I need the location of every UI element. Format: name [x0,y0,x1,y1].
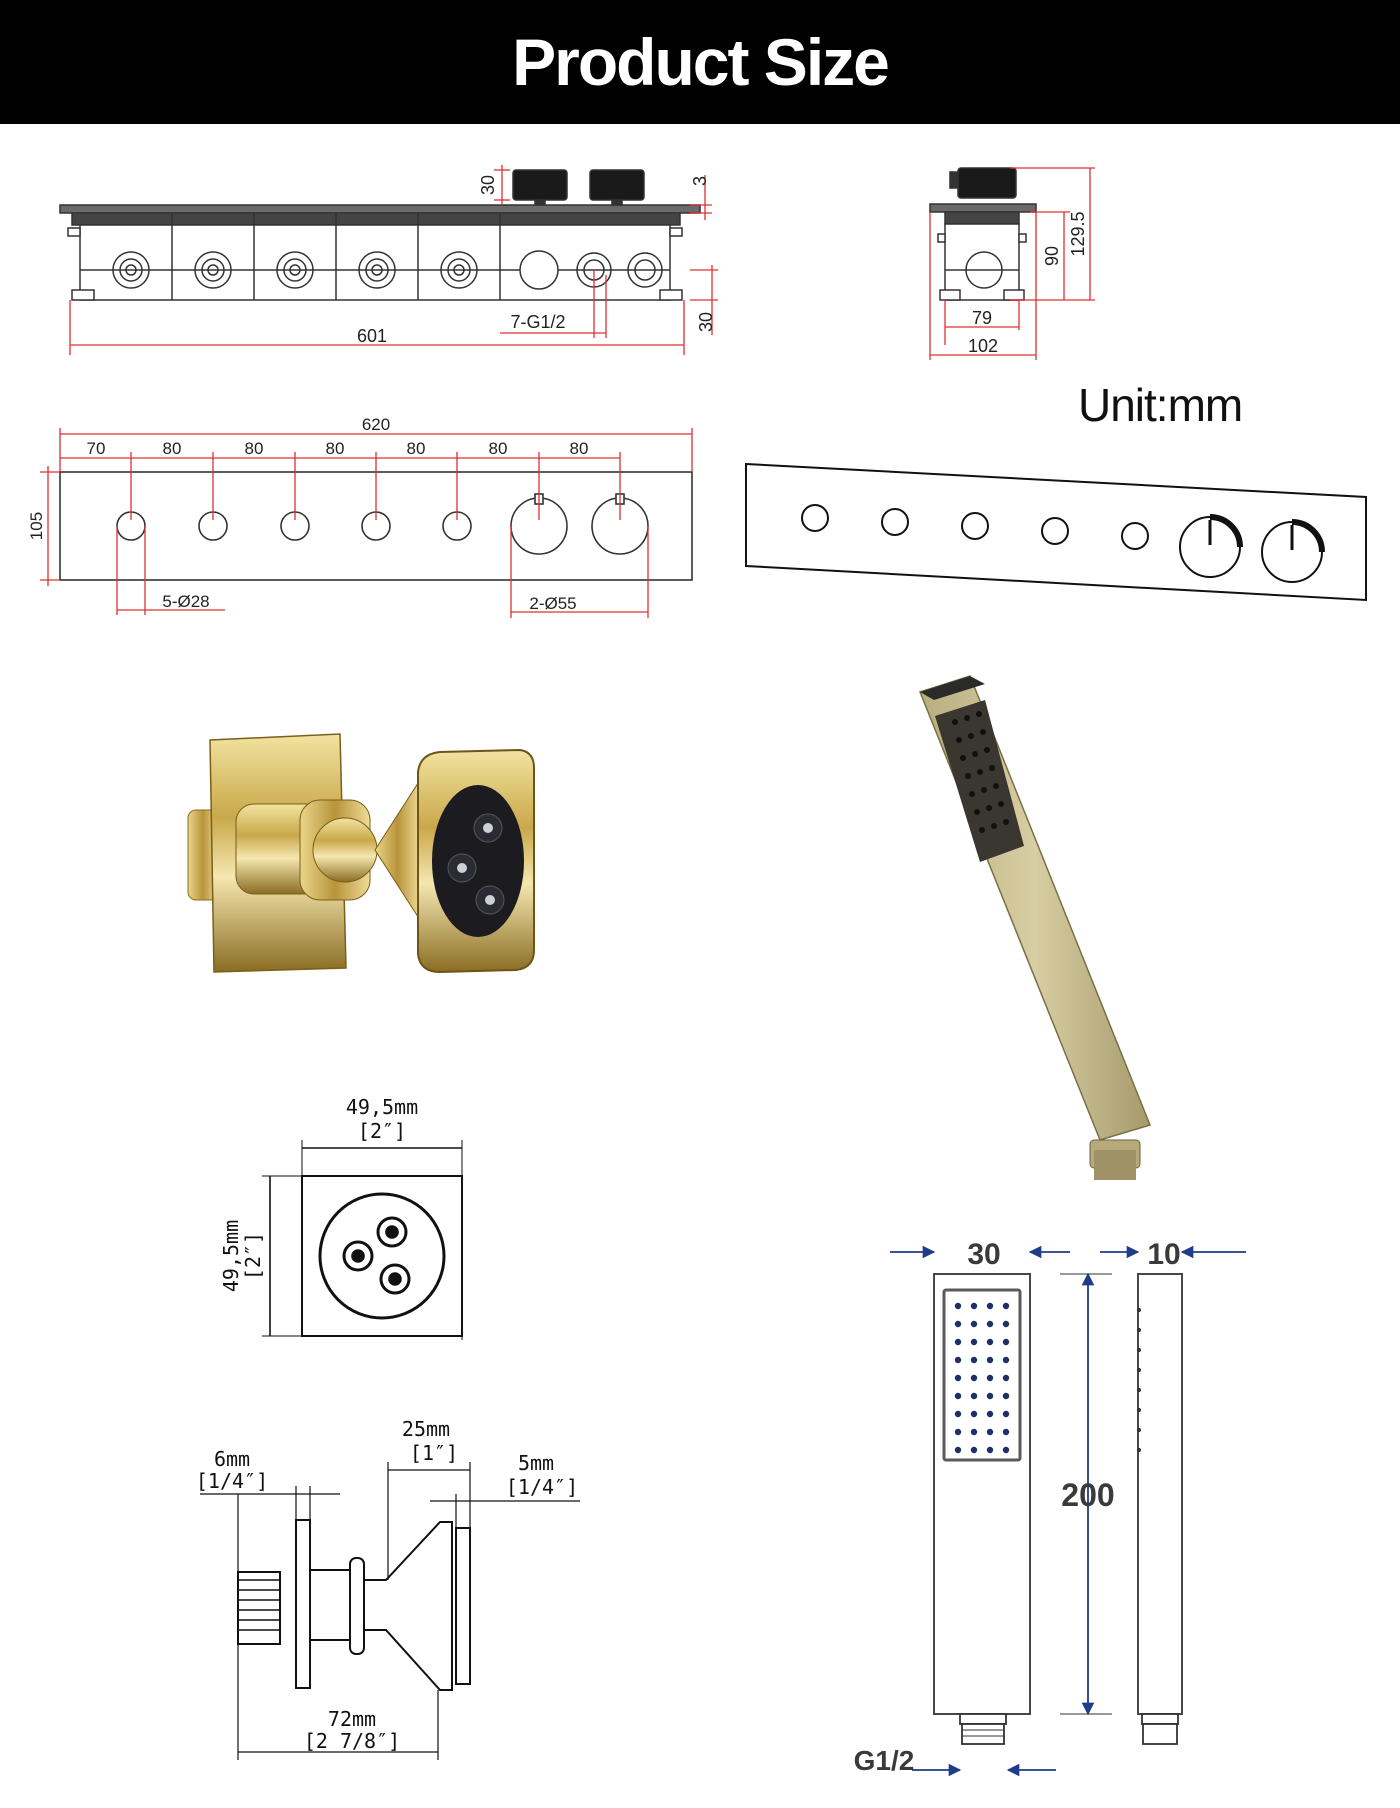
dim-30-width: 30 [967,1238,1000,1271]
dim-g1-2-thread: G1/2 [854,1745,915,1776]
dim-80-1: 80 [163,439,182,458]
valve-top-view [59,169,701,301]
dim-601: 601 [357,326,387,346]
dim-620: 620 [362,415,390,434]
dim-5mm: 5mm [518,1451,554,1475]
dim-2in-height: [2″] [241,1232,265,1280]
body-jet-side-dimensions [200,1462,580,1760]
dim-7-g1-2: 7-G1/2 [510,312,565,332]
page-title: Product Size [512,25,890,99]
hand-shower-dimensions [890,1245,1246,1777]
body-jet-side-drawing [237,1519,471,1691]
body-jet-front-drawing [262,1140,463,1340]
hand-shower-photo [919,675,1152,1180]
valve-side-view [929,167,1037,301]
hand-shower-side-nozzles [1137,1308,1141,1452]
dim-90: 90 [1042,246,1062,266]
dim-80-3: 80 [326,439,345,458]
dim-70: 70 [87,439,106,458]
dim-200-length: 200 [1061,1477,1114,1513]
dim-2-d55: 2-Ø55 [529,594,576,613]
dim-5mm-in: [1/4″] [506,1475,578,1499]
dim-80-2: 80 [245,439,264,458]
dim-10-depth: 10 [1147,1238,1180,1271]
dim-3: 3 [690,176,710,186]
panel-perspective-view [745,462,1367,602]
dim-25mm: 25mm [402,1417,450,1441]
dim-105: 105 [27,512,46,540]
dim-102: 102 [968,336,998,356]
body-jet-photo [187,733,535,974]
valve-side-dimensions [929,167,1095,360]
dim-49-5-height: 49,5mm [219,1220,243,1292]
dim-80-4: 80 [407,439,426,458]
dim-80-5: 80 [489,439,508,458]
dim-2in-width: [2″] [358,1119,406,1143]
dim-30-bottom: 30 [696,312,716,332]
dim-79: 79 [972,308,992,328]
hand-shower-drawing [933,1273,1183,1745]
dim-49-5-width: 49,5mm [346,1095,418,1119]
dim-72mm: 72mm [328,1707,376,1731]
dim-30-knob: 30 [478,175,498,195]
dim-5-d28: 5-Ø28 [162,592,209,611]
header-banner: Product Size [0,0,1400,124]
dim-80-6: 80 [570,439,589,458]
dim-72mm-in: [2 7/8″] [304,1729,400,1753]
dim-6mm-in: [1/4″] [196,1469,268,1493]
unit-label: Unit:mm [1078,379,1243,431]
valve-top-dimensions [69,165,718,355]
dim-25mm-in: [1″] [410,1441,458,1465]
panel-front-dimensions [40,428,693,618]
dim-129-5: 129.5 [1068,211,1088,256]
dim-6mm: 6mm [214,1447,250,1471]
hand-shower-nozzles [954,1302,1010,1454]
